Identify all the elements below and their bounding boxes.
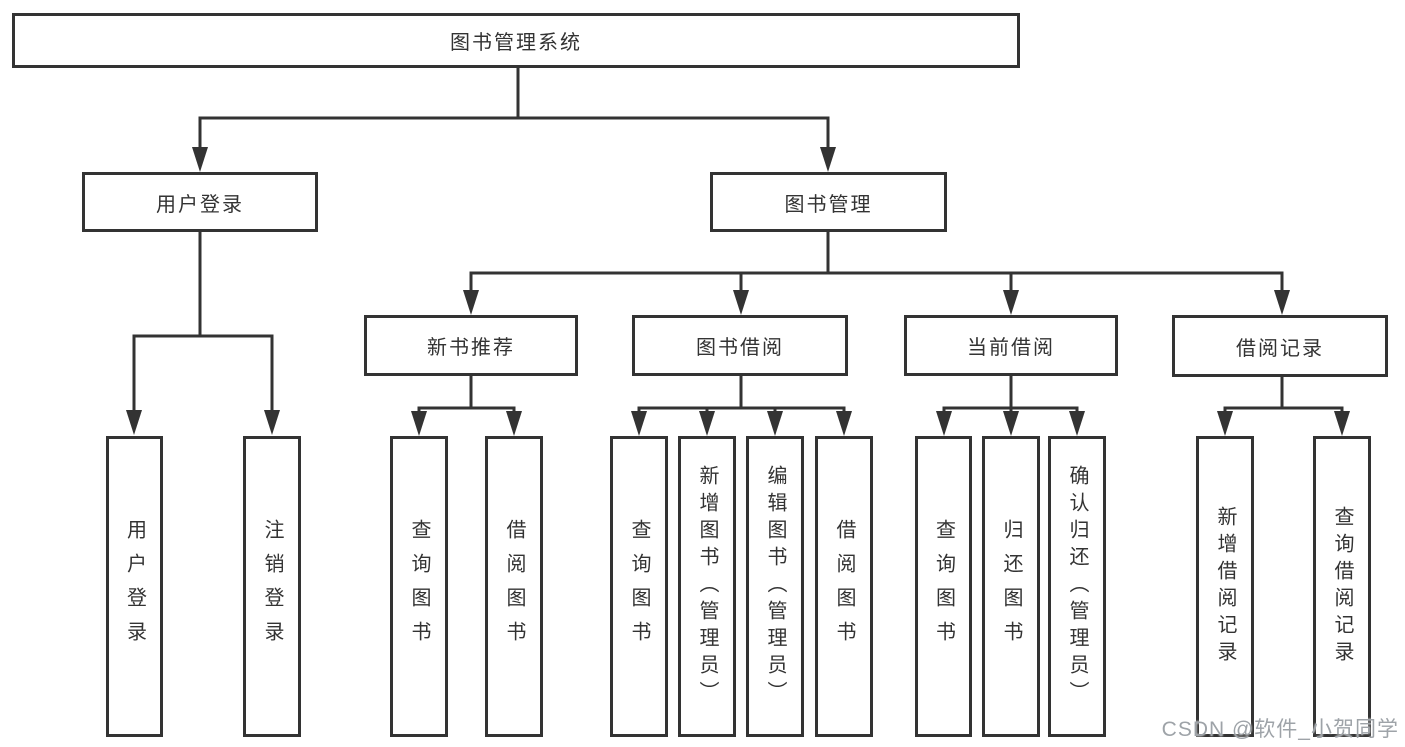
node-label: 确认归还（管理员） <box>1066 465 1088 708</box>
node-leaf-query-book-3: 查询图书 <box>915 436 972 737</box>
node-label: 查询借阅记录 <box>1331 505 1353 668</box>
node-label: 图书管理系统 <box>450 32 582 54</box>
node-label: 借阅图书 <box>503 518 525 655</box>
node-book-management: 图书管理 <box>710 172 947 232</box>
node-book-borrow: 图书借阅 <box>632 315 848 376</box>
node-borrow-record: 借阅记录 <box>1172 315 1388 377</box>
node-user-login: 用户登录 <box>82 172 318 232</box>
node-label: 当前借阅 <box>967 337 1055 359</box>
node-leaf-return-book: 归还图书 <box>982 436 1040 737</box>
csdn-watermark: CSDN @软件_小贺同学 <box>1161 718 1399 741</box>
node-label: 编辑图书（管理员） <box>764 465 786 708</box>
node-new-book-recommend: 新书推荐 <box>364 315 578 376</box>
node-leaf-confirm-return-admin: 确认归还（管理员） <box>1048 436 1106 737</box>
node-library-system: 图书管理系统 <box>12 13 1020 68</box>
node-label: 查询图书 <box>932 518 955 655</box>
node-label: 借阅图书 <box>833 518 855 655</box>
node-label: 借阅记录 <box>1236 337 1324 360</box>
node-leaf-query-borrow-record: 查询借阅记录 <box>1313 436 1371 737</box>
node-leaf-borrow-book-1: 借阅图书 <box>485 436 543 737</box>
node-leaf-user-login: 用户登录 <box>106 436 163 737</box>
node-current-borrow: 当前借阅 <box>904 315 1118 376</box>
node-leaf-borrow-book-2: 借阅图书 <box>815 436 873 737</box>
node-label: 查询图书 <box>408 518 430 655</box>
node-label: 查询图书 <box>628 518 650 655</box>
node-label: 归还图书 <box>1000 518 1022 655</box>
node-label: 图书管理 <box>784 193 873 216</box>
node-label: 新增借阅记录 <box>1214 505 1236 668</box>
node-label: 新增图书（管理员） <box>696 465 718 708</box>
node-label: 用户登录 <box>156 193 244 216</box>
node-label: 注销登录 <box>261 518 283 655</box>
node-leaf-logout: 注销登录 <box>243 436 301 737</box>
node-label: 新书推荐 <box>427 337 515 359</box>
node-leaf-query-book-1: 查询图书 <box>390 436 448 737</box>
node-leaf-add-book-admin: 新增图书（管理员） <box>678 436 736 737</box>
node-leaf-edit-book-admin: 编辑图书（管理员） <box>746 436 804 737</box>
node-leaf-query-book-2: 查询图书 <box>610 436 668 737</box>
node-leaf-add-borrow-record: 新增借阅记录 <box>1196 436 1254 737</box>
node-label: 用户登录 <box>123 518 146 655</box>
node-label: 图书借阅 <box>696 337 784 359</box>
